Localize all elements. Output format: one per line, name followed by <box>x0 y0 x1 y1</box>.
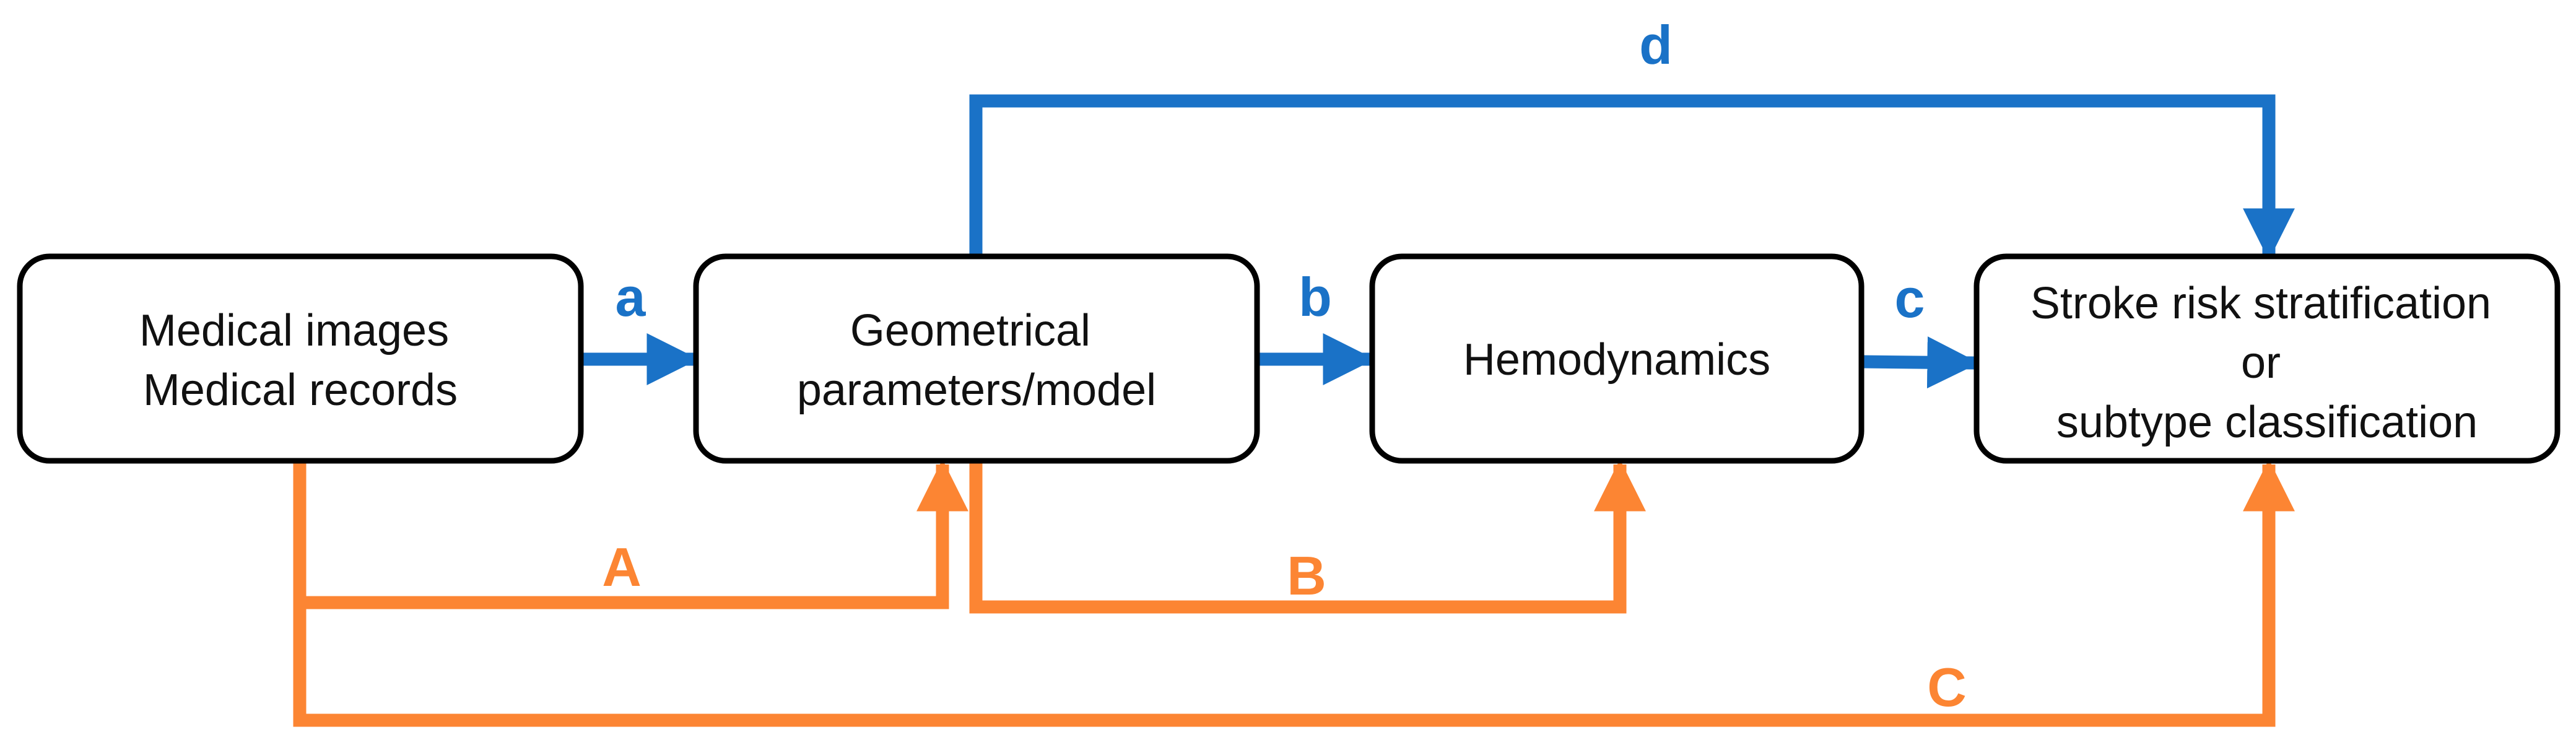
node-geometry-line-1: Geometrical <box>850 306 1090 355</box>
edge-A-arrow <box>293 459 968 609</box>
edge-label-a: a <box>616 266 646 328</box>
node-medical-line-1: Medical images <box>139 306 449 355</box>
edge-label-c: c <box>1895 268 1925 329</box>
node-hemo-line-1: Hemodynamics <box>1463 335 1770 385</box>
edges <box>293 94 2295 727</box>
node-stroke-label: Stroke risk stratification or subtype cl… <box>2030 279 2504 447</box>
node-stroke-box <box>1973 253 2561 464</box>
node-hemo-box <box>1369 253 1865 464</box>
edge-label-A: A <box>602 536 642 598</box>
edge-label-b: b <box>1299 266 1332 328</box>
node-stroke-line-1: Stroke risk stratification <box>2030 279 2491 328</box>
node-geometry: Geometrical parameters/model <box>693 253 1260 464</box>
node-hemo: Hemodynamics <box>1369 253 1865 464</box>
node-stroke-line-2: or <box>2241 338 2281 388</box>
node-stroke-line-3: subtype classification <box>2056 398 2478 447</box>
node-geometry-box <box>693 253 1260 464</box>
edge-d-arrow <box>969 94 2295 261</box>
edge-label-B: B <box>1287 545 1326 606</box>
node-medical-box <box>17 253 584 464</box>
node-geometry-label: Geometrical parameters/model <box>797 306 1156 415</box>
edge-C-arrow <box>293 459 2295 727</box>
edge-label-C: C <box>1927 656 1967 718</box>
node-medical-label: Medical images Medical records <box>139 306 461 415</box>
node-medical: Medical images Medical records <box>17 253 584 464</box>
node-medical-line-2: Medical records <box>143 365 458 415</box>
node-geometry-line-2: parameters/model <box>797 365 1156 415</box>
node-hemo-label: Hemodynamics <box>1463 335 1770 385</box>
node-stroke: Stroke risk stratification or subtype cl… <box>1973 253 2561 464</box>
edge-labels: a b c d A B C <box>602 14 1967 718</box>
edge-label-d: d <box>1639 14 1673 76</box>
edge-B-arrow <box>969 459 1646 614</box>
edge-c-arrow <box>1861 336 1980 389</box>
